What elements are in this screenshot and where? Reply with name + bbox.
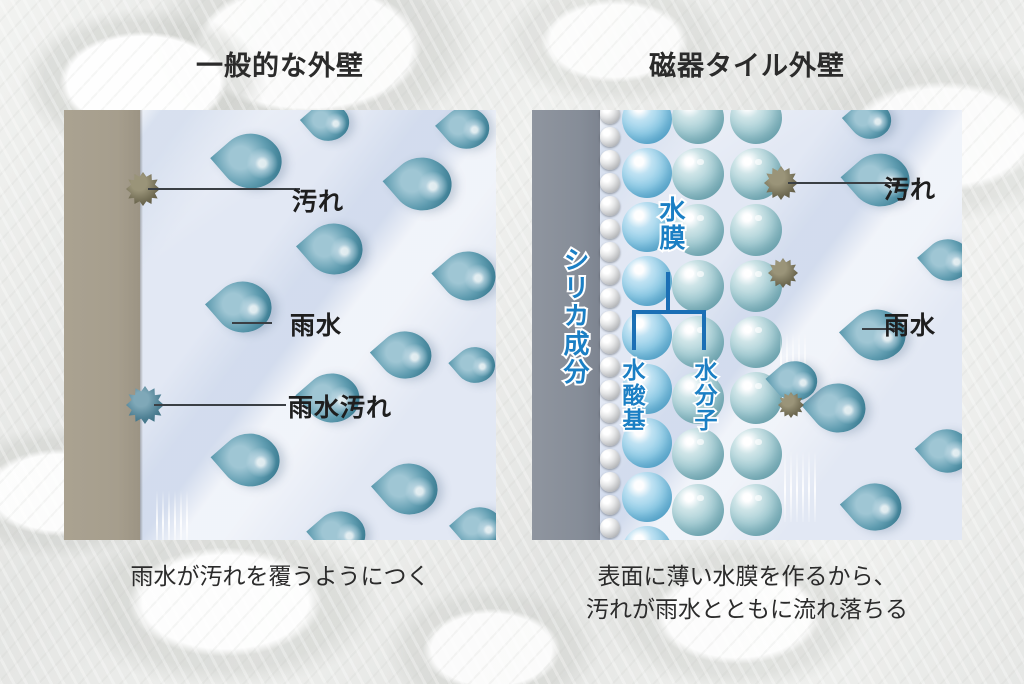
water-molecule-bead [672, 260, 724, 312]
water-molecule-bead [672, 428, 724, 480]
water-molecule-bead [672, 484, 724, 536]
water-molecule-bead [730, 316, 782, 368]
rain-drop [801, 371, 875, 445]
water-molecule-bead [730, 260, 782, 312]
callout-right-rainwater: 雨水 [884, 312, 937, 340]
hydroxyl-bead-column [622, 110, 674, 540]
silica-bead [600, 110, 620, 124]
silica-bead [600, 150, 620, 170]
water-streaks [156, 490, 188, 540]
rain-drop [448, 496, 496, 540]
water-molecule-bead [730, 428, 782, 480]
silica-bead [600, 196, 620, 216]
callout-left-rain-stain: 雨水汚れ [288, 394, 393, 422]
silica-bead [600, 426, 620, 446]
water-molecule-bead [672, 316, 724, 368]
silica-bead [600, 265, 620, 285]
silica-bead [600, 472, 620, 492]
bracket-stem [666, 272, 670, 314]
silica-bead [600, 334, 620, 354]
rain-drop [210, 120, 292, 202]
water-molecule-bead [672, 372, 724, 424]
rainwater-lead-line [232, 322, 272, 324]
rain-drop [306, 500, 374, 540]
water-molecule-bead [672, 204, 724, 256]
rain-drop [382, 144, 462, 224]
right-panel-caption: 表面に薄い水膜を作るから、 汚れが雨水とともに流れ落ちる [586, 563, 908, 622]
water-molecule-bead [672, 110, 724, 144]
ordinary-wall-slab [64, 110, 143, 540]
rain-drop [448, 338, 496, 392]
water-molecule-bead [730, 204, 782, 256]
dirt-lead-line [148, 188, 300, 190]
hydroxyl-bead [622, 202, 672, 252]
rain-drop [434, 110, 496, 160]
label-hydroxyl: 水酸基 [617, 356, 647, 435]
silica-bead [600, 127, 620, 147]
bracket-right-leg [702, 310, 706, 350]
silica-bead-column [600, 110, 622, 540]
hydroxyl-bead [622, 256, 672, 306]
water-molecule-grid [672, 110, 788, 540]
water-molecule-bead [730, 110, 782, 144]
silica-bead [600, 242, 620, 262]
rain-drop [431, 239, 496, 313]
water-molecule-bead [730, 148, 782, 200]
left-panel-title: 一般的な外壁 [196, 51, 364, 81]
rain-drop [369, 319, 441, 391]
dirt-lead-line [788, 182, 900, 184]
rain-drop [299, 110, 357, 151]
porcelain-tile-wall-slab [532, 110, 600, 540]
water-streaks [784, 450, 816, 522]
callout-left-rainwater: 雨水 [290, 312, 343, 340]
callout-left-dirt: 汚れ [292, 188, 345, 216]
right-panel-title: 磁器タイル外壁 [649, 51, 845, 81]
hydroxyl-bead [622, 418, 672, 468]
rain-drop [841, 110, 899, 149]
silica-bead [600, 219, 620, 239]
rain-drop [204, 268, 282, 346]
silica-bead [600, 495, 620, 515]
hydroxyl-bead [622, 310, 672, 360]
rain-drop [916, 228, 962, 292]
silica-bead [600, 311, 620, 331]
left-illustration-panel [64, 110, 496, 540]
silica-bead [600, 173, 620, 193]
rain-drop [370, 450, 448, 528]
rainwater-lead-line [862, 328, 902, 330]
hydroxyl-bead [622, 110, 672, 144]
label-water-molecule: 水分子 [689, 356, 719, 435]
label-water-film: 水膜 [654, 194, 688, 254]
rain-drop [839, 471, 911, 540]
bracket-left-leg [632, 310, 636, 350]
rain-drop [210, 420, 290, 500]
hydroxyl-bead [622, 148, 672, 198]
silica-bead [600, 357, 620, 377]
bracket-crossbar [632, 310, 706, 314]
water-molecule-bead [672, 148, 724, 200]
silica-bead [600, 380, 620, 400]
rain-drop [914, 418, 962, 484]
rain-drop [295, 210, 373, 288]
hydroxyl-bead [622, 526, 672, 540]
silica-bead [600, 288, 620, 308]
silica-bead [600, 449, 620, 469]
silica-bead [600, 403, 620, 423]
water-molecule-bead [730, 372, 782, 424]
label-silica: シリカ成分 [558, 244, 592, 388]
hydroxyl-bead [622, 364, 672, 414]
water-molecule-bead [730, 484, 782, 536]
callout-right-dirt: 汚れ [884, 176, 937, 204]
hydroxyl-bead [622, 472, 672, 522]
silica-bead [600, 518, 620, 538]
left-panel-caption: 雨水が汚れを覆うようにつく [130, 563, 430, 589]
rain-stain-lead-line [154, 404, 286, 406]
